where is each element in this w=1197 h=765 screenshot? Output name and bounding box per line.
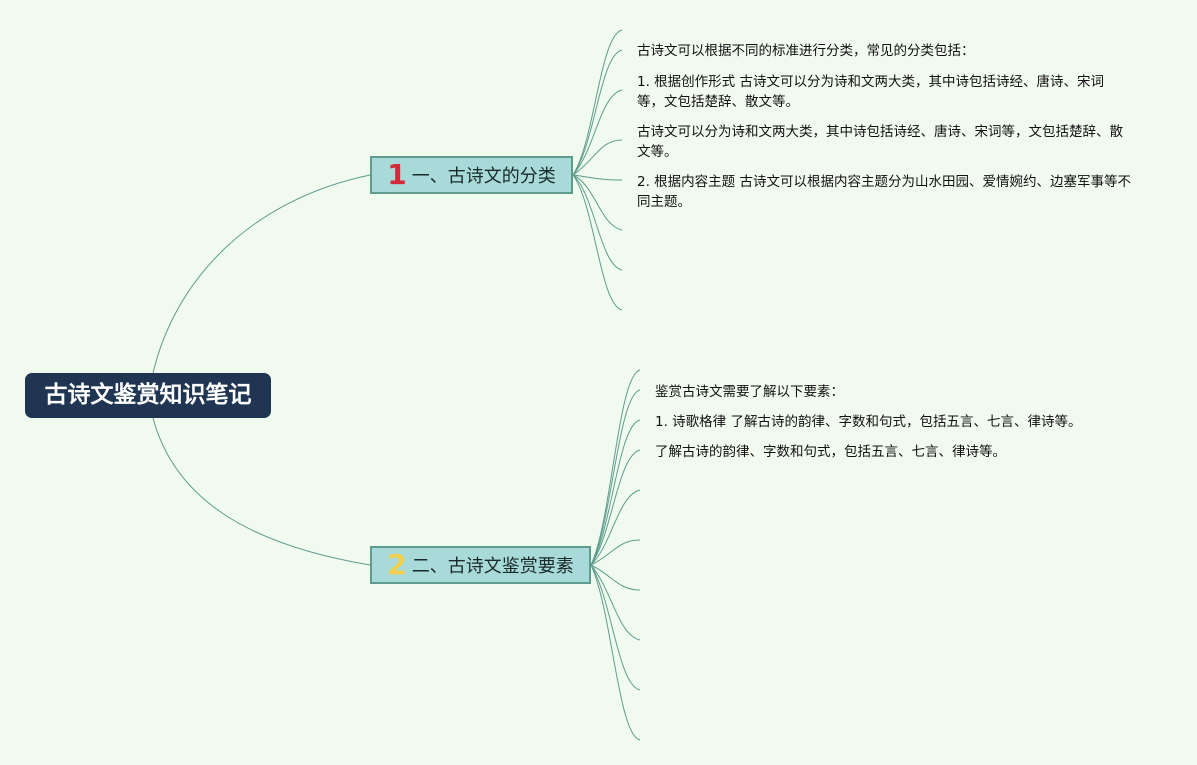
root-topic[interactable]: 古诗文鉴赏知识笔记 <box>25 373 271 418</box>
leaf-node[interactable]: 古诗文可以分为诗和文两大类，其中诗包括诗经、唐诗、宋词等，文包括楚辞、散文等。 <box>637 124 1123 160</box>
branch-2-label: 二、古诗文鉴赏要素 <box>411 556 574 577</box>
root-topic-label: 古诗文鉴赏知识笔记 <box>44 382 252 408</box>
branch-topic-2[interactable]: 2 二、古诗文鉴赏要素 <box>370 546 591 584</box>
root-to-branch-2-connector <box>152 417 371 566</box>
branch-1-label: 一、古诗文的分类 <box>411 166 556 187</box>
root-to-branch-1-connector <box>152 174 371 374</box>
branch-1-number-icon: 1 <box>387 158 407 191</box>
leaf-node[interactable]: 古诗文可以根据不同的标准进行分类，常见的分类包括： <box>637 43 975 59</box>
leaf-node[interactable]: 鉴赏古诗文需要了解以下要素： <box>655 384 844 400</box>
leaf-node[interactable]: 1. 诗歌格律 了解古诗的韵律、字数和句式，包括五言、七言、律诗等。 <box>655 414 1082 430</box>
branch-2-number-icon: 2 <box>387 548 407 581</box>
leaf-node[interactable]: 了解古诗的韵律、字数和句式，包括五言、七言、律诗等。 <box>655 444 1006 460</box>
leaf-node[interactable]: 2. 根据内容主题 古诗文可以根据内容主题分为山水田园、爱情婉约、边塞军事等不同… <box>637 174 1131 210</box>
leaf-node[interactable]: 1. 根据创作形式 古诗文可以分为诗和文两大类，其中诗包括诗经、唐诗、宋词等，文… <box>637 74 1104 110</box>
branch-topic-1[interactable]: 1 一、古诗文的分类 <box>370 156 573 194</box>
